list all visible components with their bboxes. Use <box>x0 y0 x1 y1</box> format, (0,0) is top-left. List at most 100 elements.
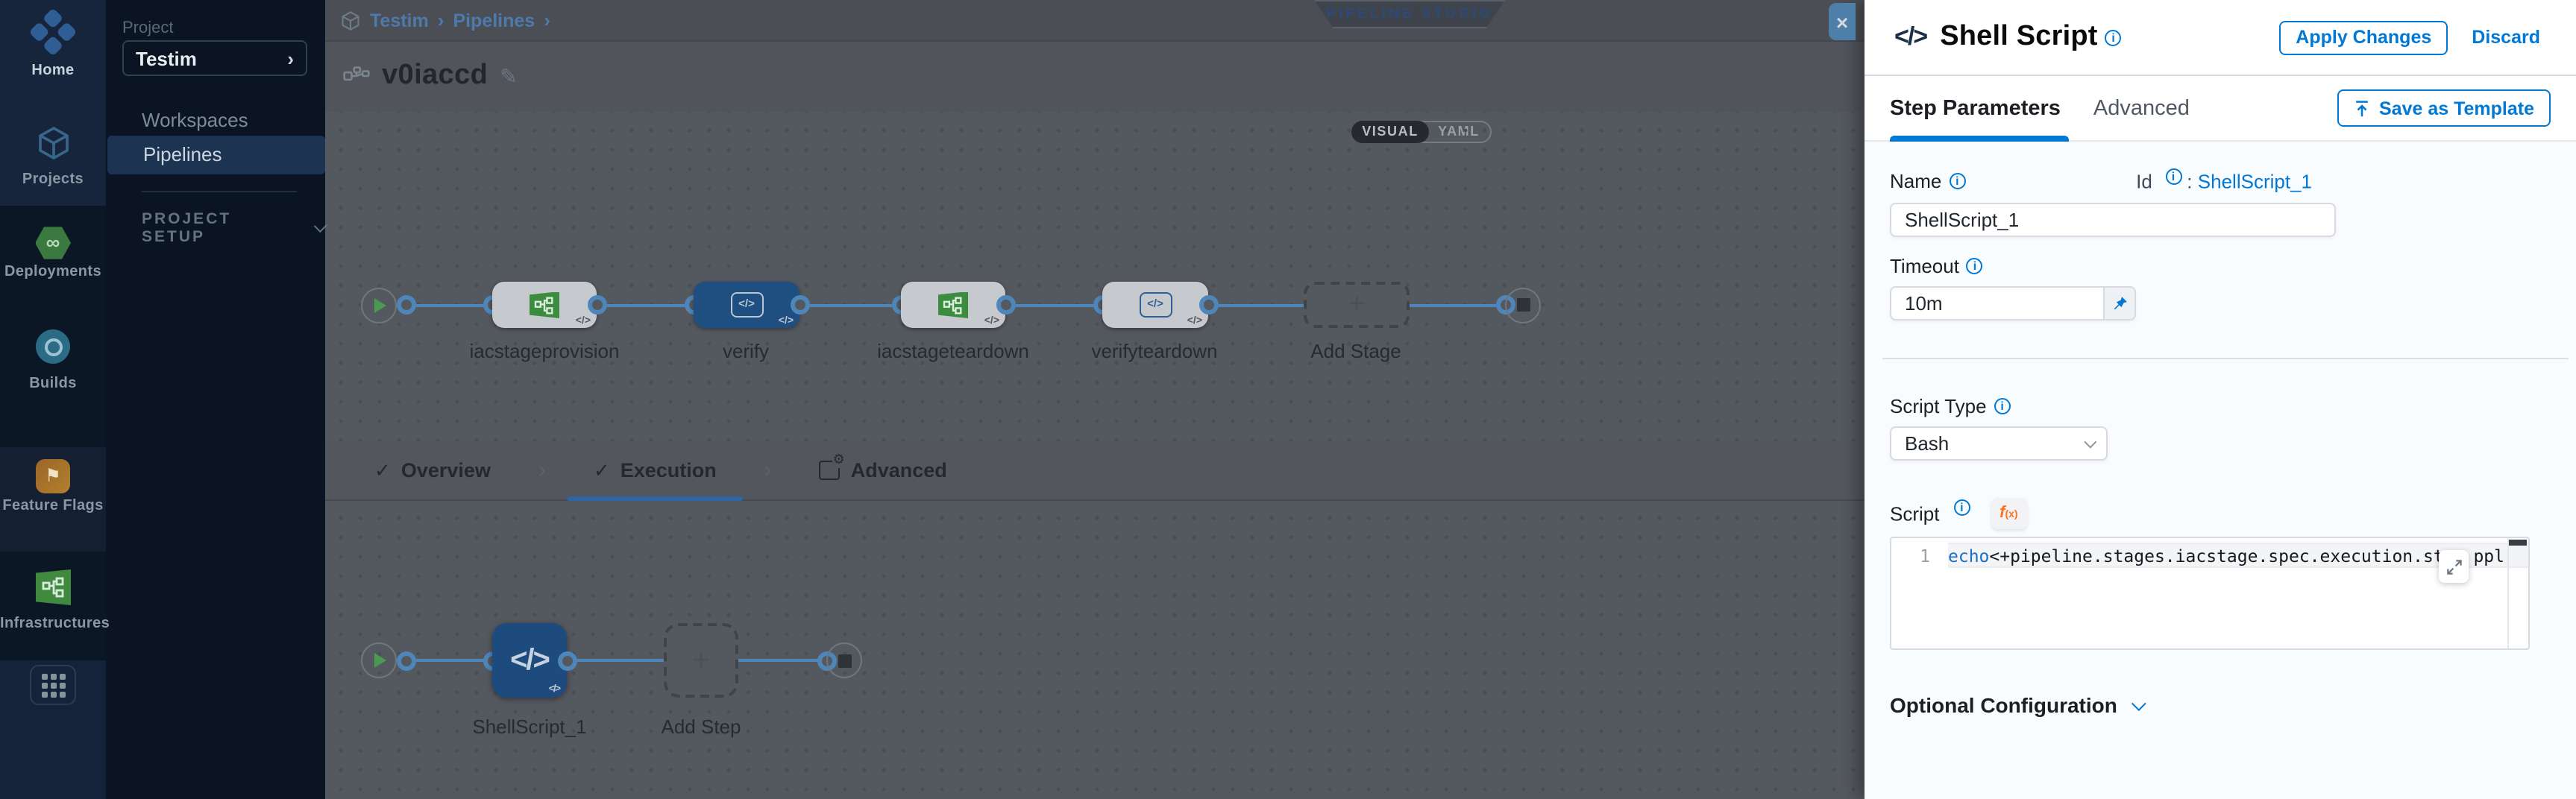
close-drawer-button[interactable]: × <box>1829 3 1856 40</box>
id-value-link[interactable]: ShellScript_1 <box>2197 170 2312 193</box>
expand-icon <box>2446 559 2461 575</box>
sidebar-item-deployments[interactable]: ∞ Deployments <box>0 225 106 280</box>
add-step-button[interactable]: + <box>664 623 738 698</box>
code-badge-icon: </> <box>778 316 794 326</box>
add-stage-button[interactable]: + <box>1304 282 1410 328</box>
info-icon[interactable]: i <box>2165 168 2182 185</box>
script-label: Script <box>1890 502 1940 525</box>
script-code-editor[interactable]: 1 echo <+pipeline.stages.iacstage.spec.e… <box>1890 537 2530 651</box>
stage-label: iacstageteardown <box>877 340 1029 362</box>
sidebar-item-builds[interactable]: Builds <box>0 329 106 392</box>
line-number: 1 <box>1920 545 1930 566</box>
step-parameters-form: Name i Id i : ShellScript_1 ShellScript_… <box>1865 142 2576 799</box>
execution-end-node <box>826 642 862 678</box>
sidebar-item-projects[interactable]: Projects <box>0 125 106 188</box>
breadcrumb[interactable]: Testim › Pipelines › <box>340 9 550 31</box>
connector-port <box>557 651 577 670</box>
discard-button[interactable]: Discard <box>2472 27 2540 48</box>
stage-node-iacstageprovision[interactable]: </> <box>492 282 597 328</box>
drawer-header: </> Shell Script i Apply Changes Discard <box>1865 0 2576 76</box>
info-icon[interactable]: i <box>2105 29 2122 45</box>
optional-configuration-toggle[interactable]: Optional Configuration <box>1890 694 2551 718</box>
custom-stage-icon: </> <box>730 292 763 318</box>
builds-icon <box>36 329 70 364</box>
expression-fx-button[interactable]: f(x) <box>1991 498 2027 530</box>
save-as-template-button[interactable]: Save as Template <box>2337 89 2551 127</box>
pin-button[interactable] <box>2103 288 2134 320</box>
chevron-right-icon: › <box>544 9 550 31</box>
drawer-tabs: Step Parameters Advanced Save as Templat… <box>1865 76 2576 142</box>
feature-flags-icon: ⚑ <box>36 459 70 493</box>
sidebar-item-home[interactable]: Home <box>31 63 75 79</box>
sidebar-item-pipelines[interactable]: Pipelines <box>107 136 325 174</box>
custom-stage-icon: </> <box>1139 292 1172 318</box>
connector-port <box>996 294 1015 314</box>
upload-icon <box>2356 100 2368 116</box>
execution-start-node <box>361 642 397 678</box>
breadcrumb-pipelines[interactable]: Pipelines <box>453 10 535 31</box>
plus-icon: + <box>691 641 711 678</box>
stage-node-iacstageteardown[interactable]: </> <box>901 282 1005 328</box>
name-input[interactable]: ShellScript_1 <box>1890 203 2336 238</box>
info-icon[interactable]: i <box>1949 172 1966 189</box>
timeout-input[interactable]: 10m <box>1890 286 2136 321</box>
stage-node-verifyteardown[interactable]: </> </> <box>1102 282 1208 328</box>
infrastructures-icon <box>35 569 71 605</box>
apps-grid-icon <box>41 673 65 697</box>
tab-step-advanced[interactable]: Advanced <box>2093 96 2190 120</box>
project-selector[interactable]: Testim › <box>122 40 307 76</box>
sidebar-item-feature-flags[interactable]: ⚑ Feature Flags <box>0 459 106 514</box>
sidebar-item-infrastructures[interactable]: Infrastructures <box>0 569 110 632</box>
sidebar-item-workspaces[interactable]: Workspaces <box>142 109 248 131</box>
chevron-right-icon: › <box>437 9 444 31</box>
nav-section-bg <box>0 0 106 206</box>
deployments-icon: ∞ <box>35 227 71 259</box>
project-setup-section[interactable]: PROJECT SETUP <box>142 210 328 246</box>
connector-port <box>790 294 809 314</box>
project-cube-icon <box>342 10 359 30</box>
info-icon[interactable]: i <box>1966 258 1983 275</box>
pin-icon <box>2113 297 2126 310</box>
apply-changes-button[interactable]: Apply Changes <box>2279 20 2448 54</box>
pipeline-studio-badge: PIPELINE STUDIO <box>1314 0 1505 28</box>
edit-pencil-icon[interactable]: ✎ <box>500 63 518 87</box>
chevron-down-icon <box>2084 435 2097 449</box>
connector-port <box>587 294 606 314</box>
breadcrumb-project[interactable]: Testim <box>370 10 429 31</box>
timeout-label: Timeout <box>1890 255 1959 278</box>
tab-advanced[interactable]: Advanced <box>799 440 968 500</box>
tab-overview[interactable]: ✓ Overview <box>374 458 491 481</box>
pipeline-end-node <box>1505 287 1541 323</box>
expand-editor-button[interactable] <box>2439 550 2469 584</box>
stage-label: verifyteardown <box>1091 340 1218 362</box>
step-config-drawer: </> Shell Script i Apply Changes Discard… <box>1865 0 2576 799</box>
info-icon[interactable]: i <box>1953 499 1970 517</box>
advanced-gear-icon <box>819 452 845 480</box>
project-name: Testim <box>136 47 197 69</box>
editor-scrollbar-thumb[interactable] <box>2509 540 2527 546</box>
stage-canvas[interactable]: </> </> </> </> </> </> <box>325 112 1865 799</box>
stage-tabs-bar: ✓ Overview › ✓ Execution › Advanced <box>325 441 1865 501</box>
pipeline-graph-icon <box>343 66 370 81</box>
stage-node-verify[interactable]: </> </> <box>694 282 799 328</box>
add-step-label: Add Step <box>661 716 741 738</box>
tab-execution[interactable]: ✓ Execution <box>566 440 744 500</box>
toggle-visual[interactable]: VISUAL <box>1351 121 1429 143</box>
script-type-select[interactable]: Bash <box>1890 426 2108 461</box>
chevron-right-icon: › <box>538 458 546 483</box>
breadcrumb-bar: Testim › Pipelines › <box>325 0 1865 42</box>
connector-port <box>1199 294 1218 314</box>
info-icon[interactable]: i <box>1994 398 2011 415</box>
apps-grid-button[interactable] <box>30 665 76 705</box>
step-node-shellscript[interactable]: </> </> <box>492 623 567 698</box>
name-label: Name <box>1890 169 1942 192</box>
close-icon: × <box>1835 10 1849 34</box>
plus-icon: + <box>1348 288 1366 320</box>
code-content: echo <+pipeline.stages.iacstage.spec.exe… <box>1948 543 2528 569</box>
infra-stage-icon <box>530 291 559 318</box>
tab-step-parameters[interactable]: Step Parameters <box>1890 75 2070 141</box>
pipeline-name: v0iaccd <box>382 60 489 91</box>
pipeline-canvas: Testim › Pipelines › PIPELINE STUDIO v0i… <box>325 0 1865 799</box>
script-type-label: Script Type <box>1890 395 1987 418</box>
